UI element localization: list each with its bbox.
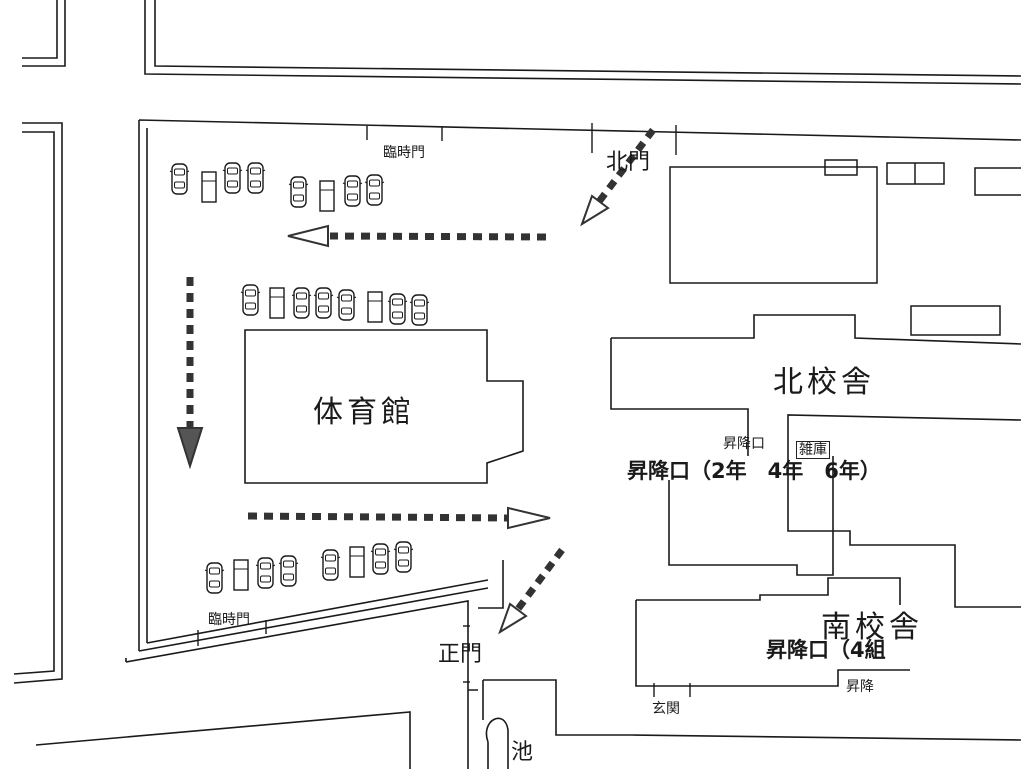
parked-cars-north [169, 162, 385, 212]
pond-label: 池 [511, 740, 534, 765]
temp-gate-bottom-label: 臨時門 [208, 612, 250, 628]
front-door-label: 玄関 [652, 701, 680, 717]
entrance-small-label: 昇降口 [723, 436, 765, 452]
arrow-to-east-south [247, 512, 509, 522]
traffic-arrows [186, 127, 656, 612]
storage-room: 雑庫 [796, 441, 830, 459]
arrow-heads [176, 194, 610, 635]
north-structures [669, 159, 1021, 336]
parked-cars-south [204, 541, 414, 594]
entrance-class4-label: 昇降口（4組 [766, 638, 886, 662]
entrance-short-label: 昇降 [846, 679, 874, 695]
arrow-to-main-gate [515, 547, 565, 612]
south-building-label: 南校舎 [821, 610, 923, 645]
arrow-to-parking-west [329, 232, 547, 241]
roads [13, 0, 1021, 769]
gymnasium-outline [244, 329, 524, 484]
gymnasium-label: 体育館 [313, 395, 415, 430]
north-building-label: 北校舎 [773, 365, 875, 400]
main-gate-label: 正門 [438, 642, 483, 667]
parked-cars-gym [240, 284, 430, 326]
entrance-grades-label: 昇降口（2年 4年 6年） [627, 459, 881, 483]
north-building-outline [610, 314, 1021, 456]
south-building-outline [668, 456, 1021, 608]
gate-ticks [197, 123, 691, 697]
temp-gate-top-label: 臨時門 [383, 145, 425, 161]
north-gate-label: 北門 [606, 150, 651, 175]
